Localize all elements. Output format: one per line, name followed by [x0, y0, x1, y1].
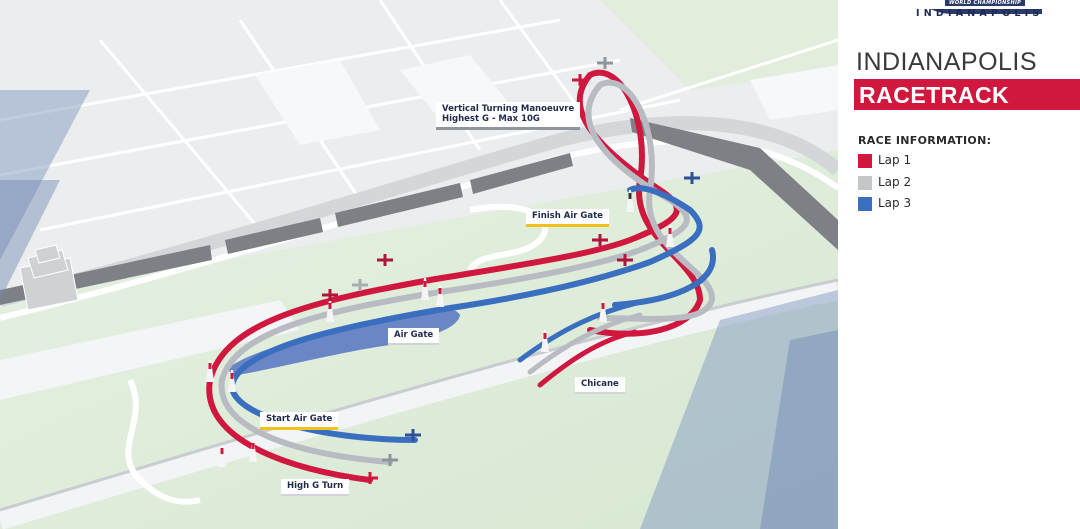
- callout-finish-gate: Finish Air Gate: [526, 209, 609, 227]
- legend-swatch-lap3: [858, 197, 872, 211]
- callout-vertical-turn-line1: Vertical Turning Manoeuvre: [442, 104, 575, 114]
- pylon: [218, 445, 226, 467]
- plane-red: [592, 234, 608, 246]
- infield-road: [467, 203, 549, 272]
- pond: [228, 308, 460, 376]
- plane-red: [377, 254, 393, 266]
- pylon: [421, 278, 429, 300]
- plane-gray: [352, 279, 368, 291]
- planes: [322, 57, 700, 484]
- chicane-lap3: [517, 297, 653, 363]
- plane-gray: [382, 454, 398, 466]
- logo-swoosh-icon: [860, 9, 1042, 14]
- pylon: [249, 440, 257, 462]
- decor-band-right-dark: [760, 330, 838, 529]
- chicane-lap1: [537, 329, 638, 388]
- pylon: [666, 225, 674, 247]
- paddock-area: [0, 300, 300, 400]
- legend-swatch-lap2: [858, 176, 872, 190]
- pylon: [541, 330, 549, 352]
- lower-road: [0, 280, 838, 529]
- plane-blue: [684, 172, 700, 184]
- plane-red: [617, 254, 633, 266]
- racetrack-map: Vertical Turning Manoeuvre Highest G - M…: [0, 0, 838, 529]
- infield-road-west: [125, 378, 201, 505]
- legend-swatch-lap1: [858, 154, 872, 168]
- callout-vertical-turn: Vertical Turning Manoeuvre Highest G - M…: [436, 102, 581, 130]
- pylons: [206, 190, 674, 467]
- flight-paths: [206, 69, 716, 483]
- venue-title: INDIANAPOLIS: [856, 48, 1038, 76]
- lap2-path: [218, 79, 715, 465]
- callout-air-gate: Air Gate: [388, 328, 440, 345]
- plane-red: [572, 74, 588, 86]
- callout-high-g-turn: High G Turn: [281, 479, 350, 496]
- pylon: [436, 285, 444, 307]
- legend-label-lap3: Lap 3: [878, 196, 912, 210]
- logo-subtitle: WORLD CHAMPIONSHIP: [945, 0, 1026, 6]
- logo-city: INDIANAPOLIS: [916, 8, 1044, 19]
- venue-banner: RACETRACK: [854, 79, 1080, 110]
- plane-gray: [597, 57, 613, 69]
- pylon: [228, 370, 236, 392]
- grass-patch: [600, 0, 838, 90]
- legend-label-lap2: Lap 2: [878, 175, 912, 189]
- chicane-lap2: [527, 312, 643, 375]
- event-logo: [860, 0, 1042, 14]
- map-illustration: [0, 0, 838, 529]
- pylon: [326, 300, 334, 322]
- decor-band-left-dark: [0, 180, 60, 300]
- venue-subtitle: RACETRACK: [859, 82, 1010, 108]
- callout-start-gate: Start Air Gate: [260, 412, 339, 430]
- callout-vertical-turn-line2: Highest G - Max 10G: [442, 114, 540, 124]
- pylon: [626, 190, 634, 212]
- info-panel: WORLD CHAMPIONSHIP INDIANAPOLIS INDIANAP…: [838, 0, 1080, 529]
- building-blocks: [255, 55, 838, 145]
- plane-red: [362, 472, 378, 484]
- plane-blue: [405, 429, 421, 441]
- decor-band-right: [640, 290, 838, 529]
- plane-red: [322, 289, 338, 301]
- decor-band-left: [0, 90, 90, 260]
- callout-chicane: Chicane: [575, 377, 625, 394]
- pylon: [206, 360, 214, 382]
- legend-title: RACE INFORMATION:: [858, 134, 992, 147]
- pylon: [599, 300, 607, 322]
- legend-label-lap1: Lap 1: [878, 153, 912, 167]
- pagoda-building: [19, 244, 79, 311]
